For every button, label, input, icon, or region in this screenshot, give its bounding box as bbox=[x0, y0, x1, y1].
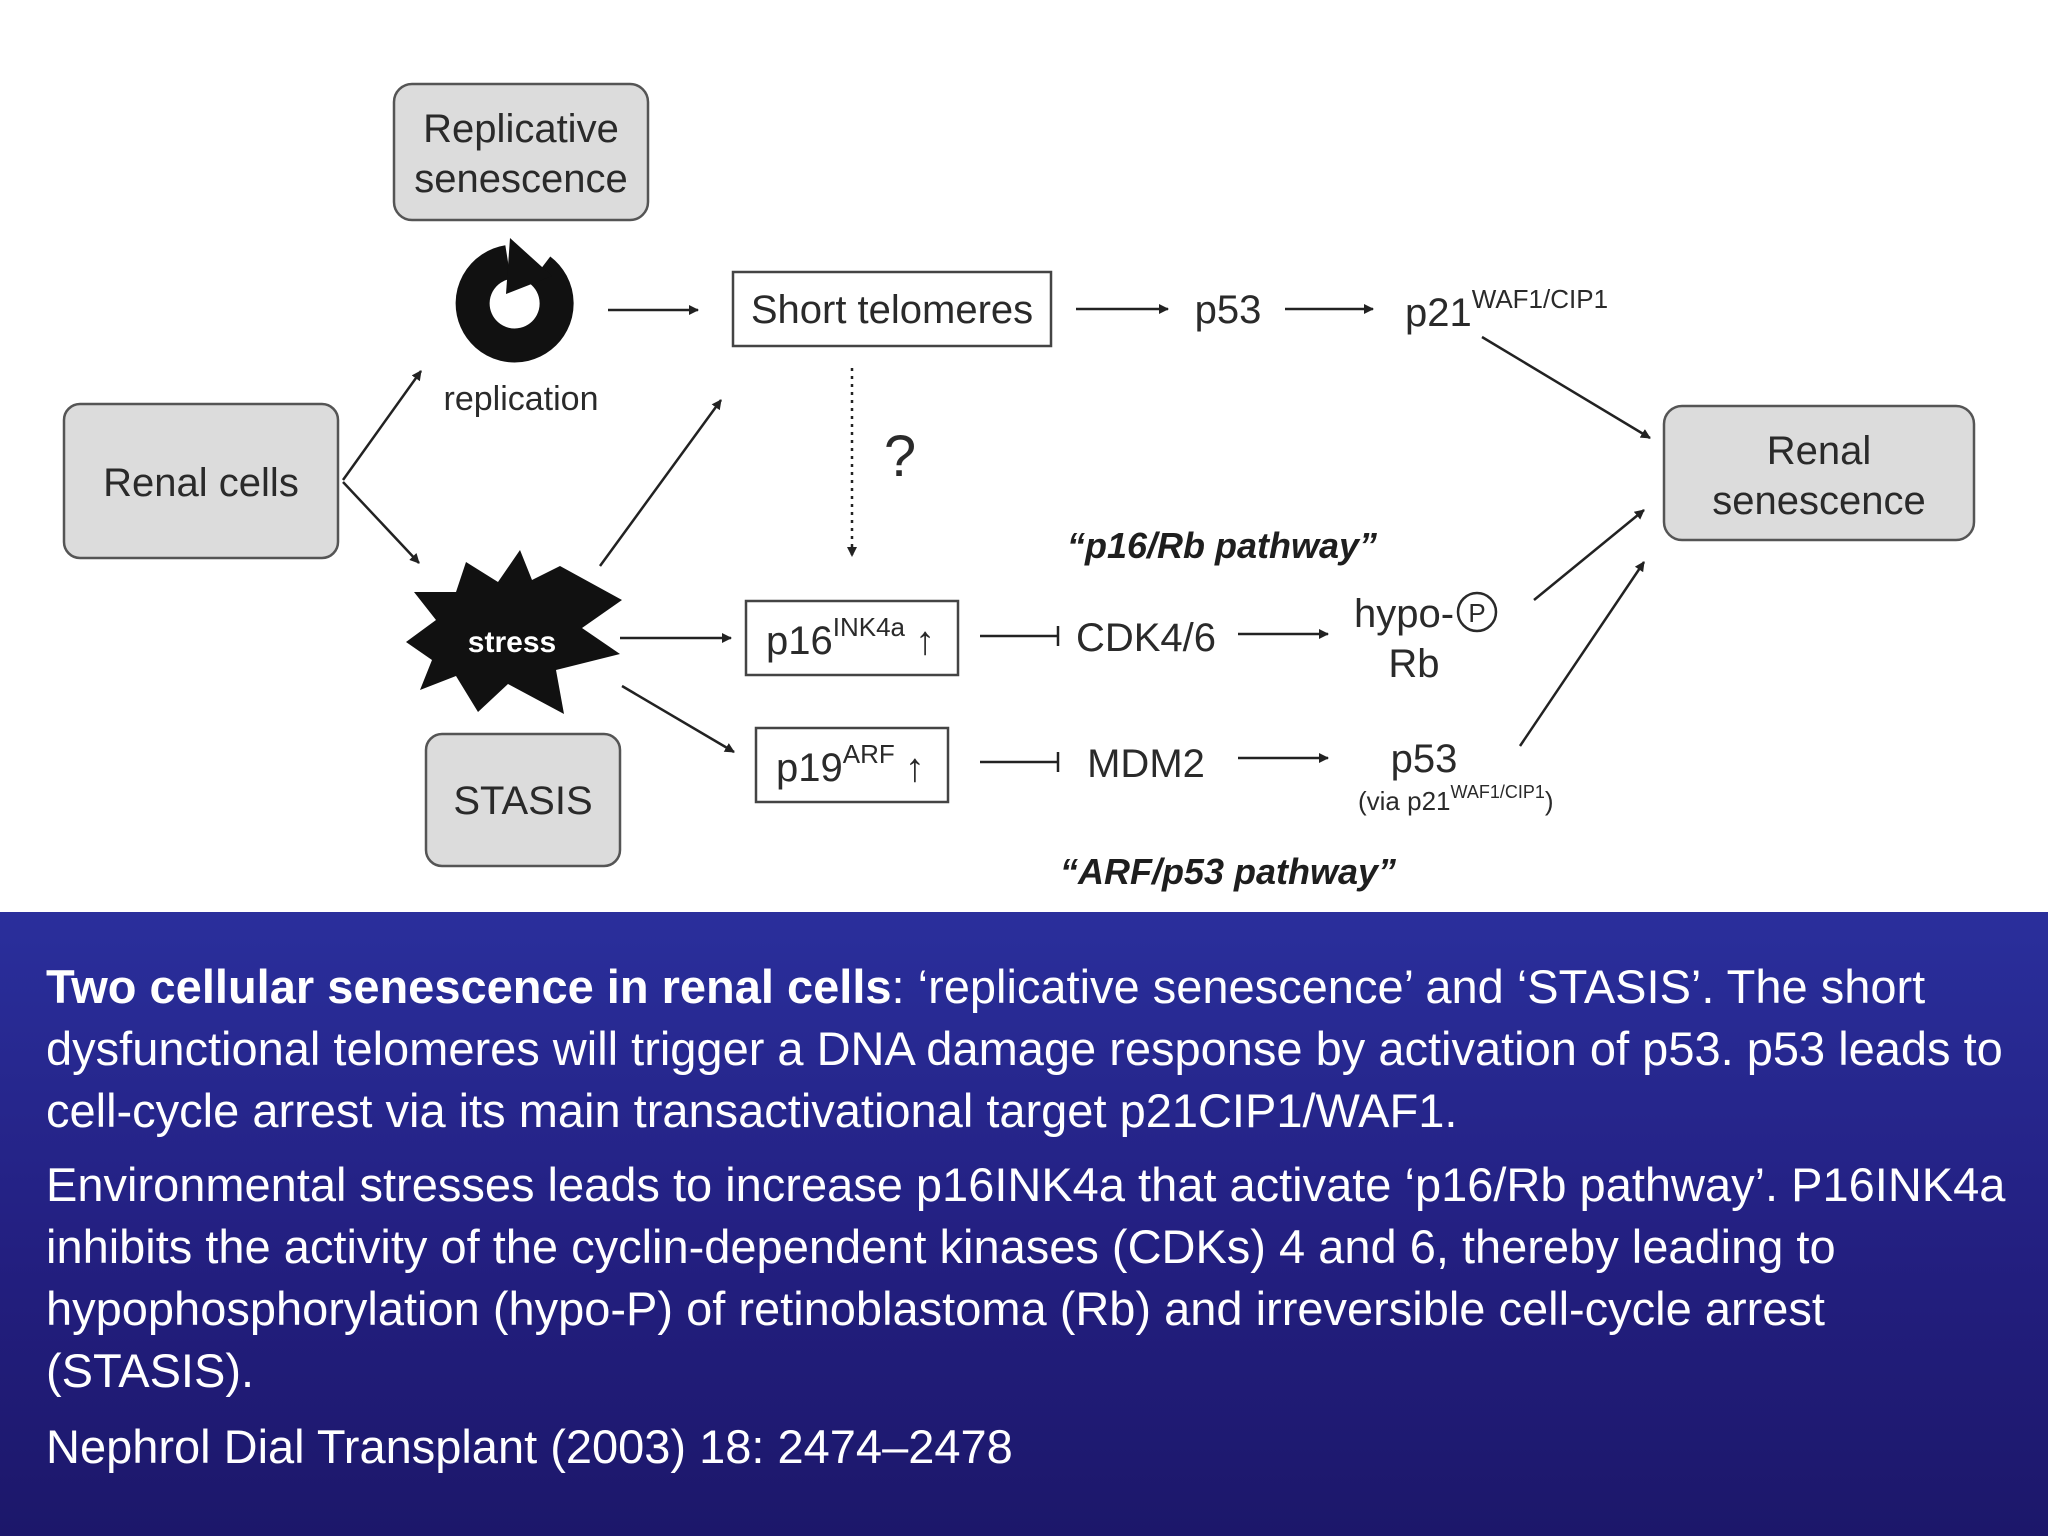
p19-box: p19ARF ↑ bbox=[754, 726, 950, 804]
p21-top-base: p21 bbox=[1405, 291, 1472, 335]
arf-p53-pathway-label: “ARF/p53 pathway” bbox=[1060, 851, 1396, 892]
p19-sup: ARF bbox=[843, 739, 895, 769]
short-telomeres-label: Short telomeres bbox=[751, 288, 1033, 332]
rb-label: Rb bbox=[1388, 642, 1439, 686]
connectors bbox=[341, 304, 1651, 772]
p19-base: p19 bbox=[776, 746, 843, 790]
p19-label: p19ARF ↑ bbox=[776, 739, 925, 790]
replication-label: replication bbox=[444, 380, 599, 418]
p16-box: p16INK4a ↑ bbox=[744, 599, 960, 677]
p16-rb-pathway-label: “p16/Rb pathway” bbox=[1067, 525, 1377, 566]
via-p21-label: (via p21WAF1/CIP1) bbox=[1358, 782, 1554, 816]
replicative-senescence-box: Replicative senescence bbox=[392, 82, 650, 222]
replicative-senescence-line1: Replicative bbox=[423, 107, 619, 151]
renal-cells-box: Renal cells bbox=[62, 402, 340, 560]
cdk46-label: CDK4/6 bbox=[1076, 616, 1216, 660]
phosphate-label: P bbox=[1468, 598, 1485, 628]
renal-senescence-line2: senescence bbox=[1712, 479, 1925, 523]
p53-top-label: p53 bbox=[1195, 288, 1262, 332]
p53-bottom-label: p53 bbox=[1391, 737, 1458, 781]
renal-senescence-line1: Renal bbox=[1767, 429, 1872, 473]
caption-paragraph-1-text: : ‘replicative senescence’ and ‘STASIS’.… bbox=[46, 960, 2003, 1137]
arrow-rb-to-renal-senescence bbox=[1533, 509, 1645, 601]
p16-up-arrow: ↑ bbox=[915, 619, 935, 663]
caption-reference: Nephrol Dial Transplant (2003) 18: 2474–… bbox=[46, 1420, 1013, 1473]
hypo-label: hypo- bbox=[1354, 592, 1454, 636]
arrow-stress-to-telomeres bbox=[598, 399, 723, 567]
senescence-pathway-diagram: Replicative senescence replication Short… bbox=[62, 82, 1976, 892]
stasis-box: STASIS bbox=[424, 732, 622, 868]
p21-top-label: p21WAF1/CIP1 bbox=[1405, 284, 1608, 335]
stress-label: stress bbox=[468, 626, 556, 659]
renal-cells-label: Renal cells bbox=[103, 461, 299, 505]
circular-replication-arrow-icon bbox=[455, 238, 574, 363]
caption-paragraph-1: Two cellular senescence in renal cells: … bbox=[46, 956, 2012, 1142]
p21-top-sup: WAF1/CIP1 bbox=[1472, 284, 1608, 314]
arrow-p53-to-renal-senescence bbox=[1518, 561, 1646, 747]
caption-paragraph-2: Environmental stresses leads to increase… bbox=[46, 1158, 2006, 1397]
renal-senescence-box: Renal senescence bbox=[1662, 404, 1976, 542]
arrow-stress-to-p19 bbox=[621, 684, 735, 754]
via-p21-suffix: ) bbox=[1545, 786, 1554, 816]
p16-base: p16 bbox=[766, 619, 833, 663]
stress-starburst-icon bbox=[406, 550, 622, 714]
caption-panel: Two cellular senescence in renal cells: … bbox=[0, 912, 2048, 1536]
stasis-label: STASIS bbox=[453, 779, 592, 823]
caption-title: Two cellular senescence in renal cells bbox=[46, 960, 892, 1013]
via-p21-prefix: (via p21 bbox=[1358, 786, 1451, 816]
arrow-renal-to-stress bbox=[342, 481, 420, 564]
arrow-p21-to-renal-senescence bbox=[1481, 335, 1651, 440]
p16-label: p16INK4a ↑ bbox=[766, 612, 935, 663]
phosphate-circle-icon: P bbox=[1456, 591, 1498, 633]
short-telomeres-box: Short telomeres bbox=[731, 270, 1053, 348]
p16-sup: INK4a bbox=[833, 612, 906, 642]
replicative-senescence-line2: senescence bbox=[414, 157, 627, 201]
arrow-renal-to-replication bbox=[341, 370, 423, 481]
question-mark: ? bbox=[884, 424, 916, 489]
via-p21-sup: WAF1/CIP1 bbox=[1451, 782, 1545, 802]
p19-up-arrow: ↑ bbox=[905, 746, 925, 790]
mdm2-label: MDM2 bbox=[1087, 742, 1205, 786]
